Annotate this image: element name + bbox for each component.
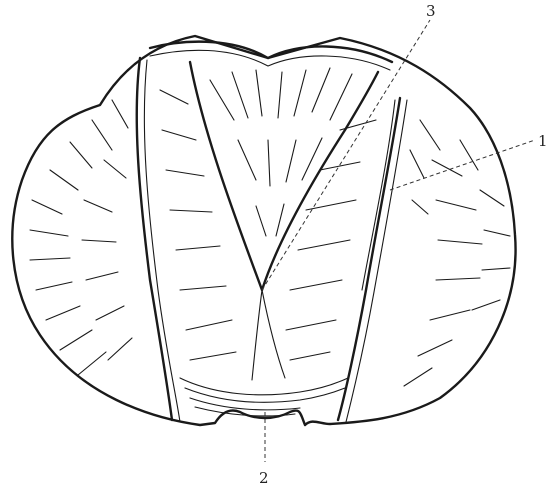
right-lobe-hatching [404, 120, 510, 386]
left-column [137, 58, 172, 420]
left-lobe-hatching [30, 100, 132, 375]
central-v-fissure [190, 62, 378, 290]
label-2: 2 [259, 469, 269, 487]
leader-line-1 [390, 140, 535, 190]
right-column [338, 98, 400, 420]
left-column-hatching [160, 90, 236, 360]
label-3: 3 [426, 2, 436, 20]
label-1: 1 [538, 132, 548, 150]
basal-plate [180, 378, 348, 395]
right-column-hatching [286, 120, 376, 360]
